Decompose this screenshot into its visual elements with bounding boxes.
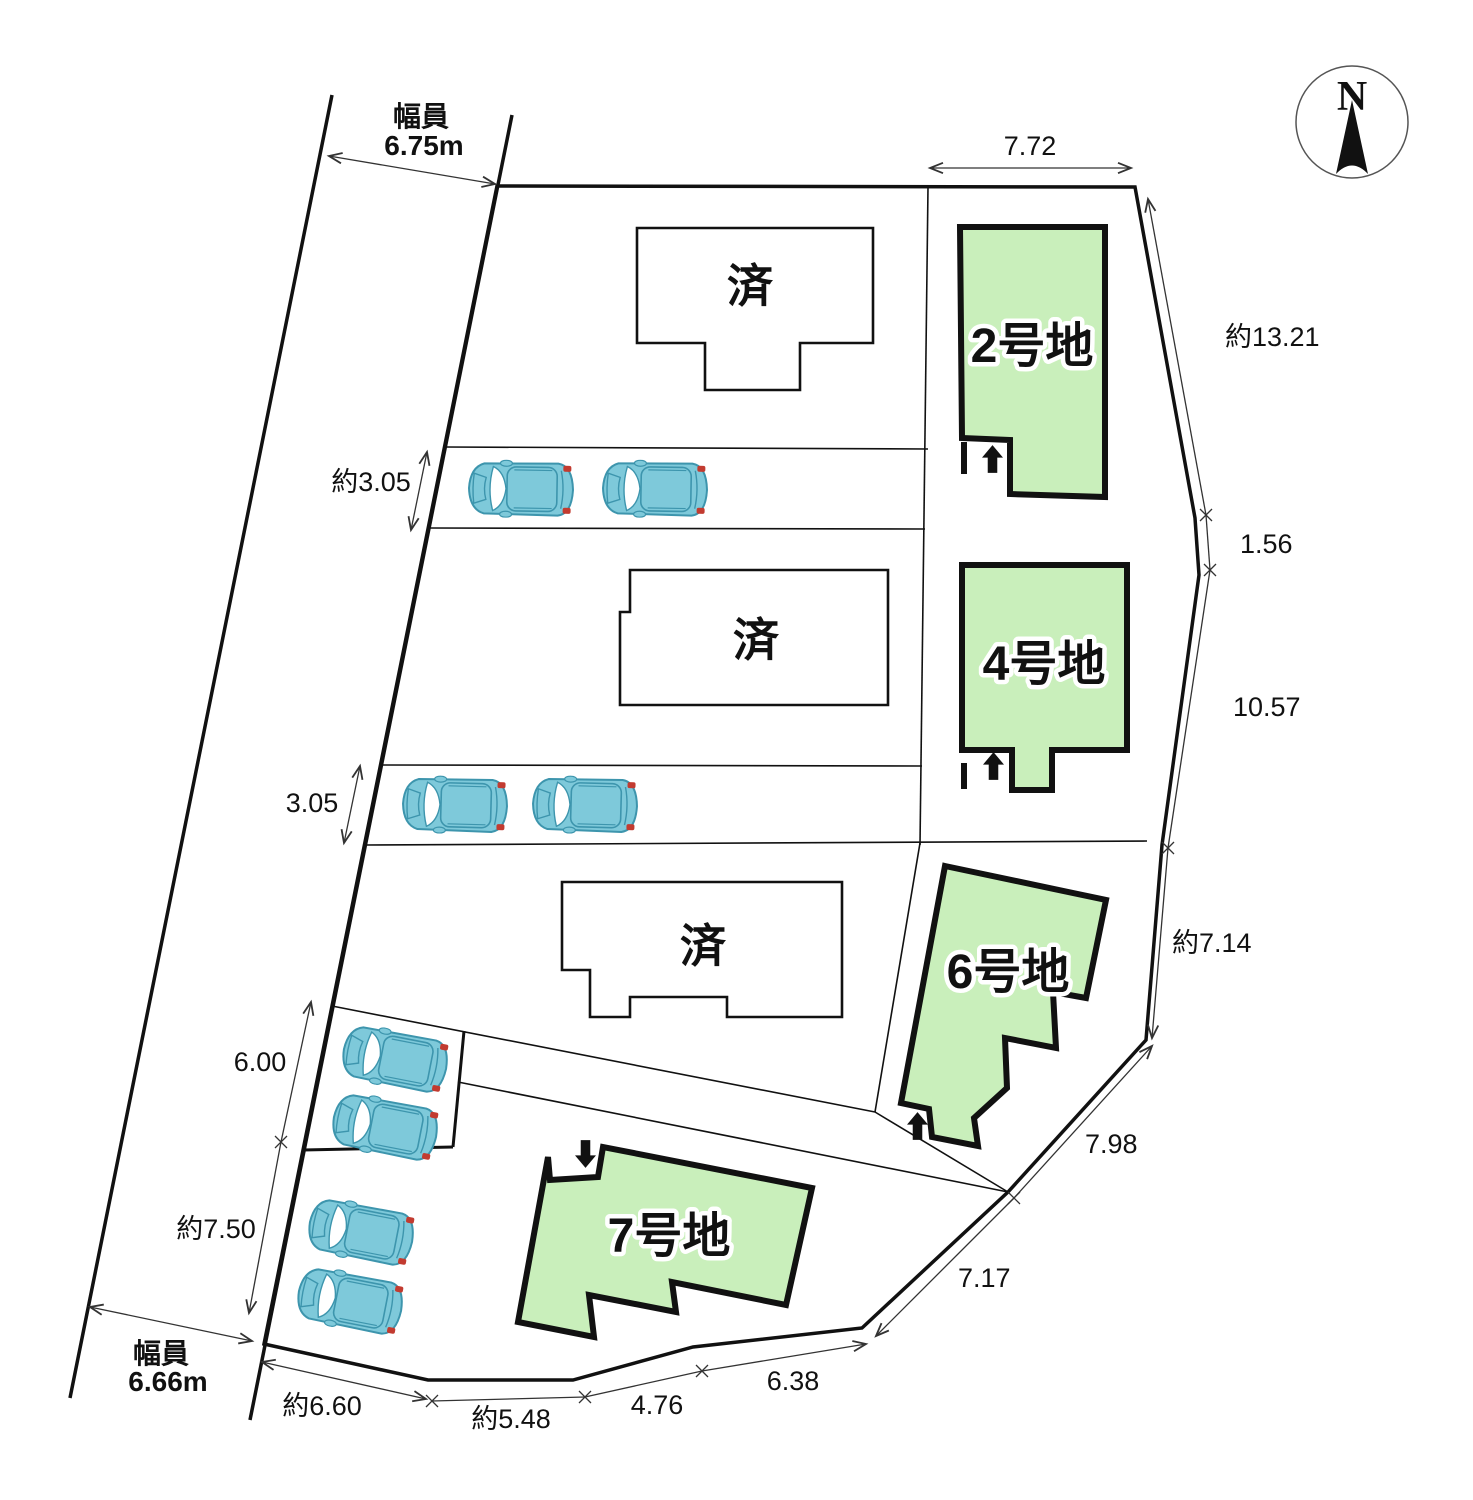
dim-w-seg1: [280, 999, 315, 1143]
north-compass-icon: N: [1295, 65, 1409, 179]
road-width-top-value: 6.75m: [384, 130, 463, 161]
dim-label-s-seg1: 6.38: [767, 1366, 820, 1396]
dim-s-seg4: [259, 1358, 429, 1403]
dim-junction: [578, 1390, 592, 1404]
road-width-top-title: 幅員: [393, 101, 449, 132]
dim-e-seg3: [1147, 847, 1169, 1041]
dim-junction: [1161, 841, 1175, 855]
plot-7-entrance-arrow-icon: [575, 1140, 596, 1168]
dim-e-seg1: [1205, 514, 1211, 571]
plot-2-entrance-arrow-icon: [982, 445, 1003, 473]
building-sold-2: [618, 568, 890, 707]
building-sold-3: [560, 880, 844, 1019]
parcel-line-middle-divider: [919, 186, 929, 846]
dim-junction: [1203, 563, 1217, 577]
dim-label-s-seg2: 4.76: [631, 1390, 684, 1420]
available-plots: 2号地 4号地 6号地 7号地: [514, 224, 1130, 1341]
compass-circle: [1295, 65, 1409, 179]
dim-road-width-bottom: [87, 1303, 255, 1345]
plot-4-label: 4号地: [983, 638, 1106, 691]
sold-buildings: 済 済 済: [560, 226, 890, 1019]
dimension-junctions: [274, 508, 1217, 1408]
building-sold-1: [635, 226, 875, 392]
parcel-line-strip1-top: [444, 446, 929, 450]
car-icon: [601, 459, 709, 519]
parcel-line-plot6-west: [874, 842, 921, 1113]
parcel-line-strip2-bottom: [364, 840, 1148, 846]
plot-4-entrance-arrow-icon: [983, 752, 1004, 780]
building-sold-2-label: 済: [733, 614, 780, 666]
plot-6-label: 6号地: [947, 946, 1070, 999]
plot-2: [956, 224, 1108, 501]
dim-ne-side: [1144, 196, 1207, 516]
dim-junction: [695, 1364, 709, 1378]
dim-label-e-seg2: 10.57: [1233, 692, 1301, 722]
parcel-line-strip1-bottom: [428, 527, 926, 530]
dim-junction: [1199, 508, 1213, 522]
dim-junction: [425, 1394, 439, 1408]
building-sold-3-label: 済: [680, 920, 727, 972]
parcel-line-strip2-top: [380, 764, 923, 767]
dim-label-w-strip2: 3.05: [286, 788, 339, 818]
road-left-edge: [68, 94, 334, 1399]
plot-7: [514, 1143, 816, 1341]
car-icon: [467, 459, 575, 519]
road-width-bottom-value: 6.66m: [128, 1366, 207, 1397]
dim-s-seg1: [701, 1340, 869, 1372]
dim-label-e-seg3: 約7.14: [1172, 928, 1252, 958]
dim-w-seg2: [245, 1141, 282, 1316]
plot-7-label: 7号地: [608, 1210, 731, 1263]
dim-label-ne-side: 約13.21: [1225, 322, 1320, 352]
dim-label-se-seg1: 7.98: [1085, 1129, 1138, 1159]
dim-se-seg2: [874, 1197, 1015, 1338]
car-icon: [327, 1088, 443, 1166]
dim-e-seg2: [1167, 569, 1211, 849]
car-icon: [303, 1193, 419, 1271]
dim-label-s-seg3: 約5.48: [471, 1404, 551, 1434]
car-icon: [292, 1262, 408, 1340]
dimension-labels: 7.72 約13.21 1.56 10.57 約7.14 7.98 7.17 6…: [176, 131, 1319, 1434]
compass-needle: [1336, 100, 1368, 174]
dim-se-seg1: [1013, 1044, 1154, 1199]
car-icon: [337, 1020, 453, 1098]
plot-6-entrance-arrow-icon: [907, 1112, 928, 1140]
car-icon: [401, 774, 509, 836]
dim-label-w-strip1: 約3.05: [331, 467, 411, 497]
dim-w-strip2: [340, 763, 364, 846]
dim-label-e-seg1: 1.56: [1240, 529, 1293, 559]
dim-junction: [274, 1135, 288, 1149]
plot-6: [897, 862, 1110, 1150]
dim-s-seg2: [584, 1370, 703, 1398]
dim-s-seg3: [431, 1396, 586, 1402]
road-width-bottom-title: 幅員: [133, 1338, 189, 1369]
dim-label-w-seg1: 6.00: [234, 1047, 287, 1077]
road-width-labels: 幅員 6.75m 幅員 6.66m: [128, 101, 463, 1397]
dim-road-width-top: [326, 152, 498, 188]
plot-2-label: 2号地: [971, 320, 1094, 373]
plot-4: [959, 562, 1130, 793]
parcel-lines: [331, 186, 1148, 1193]
building-sold-1-label: 済: [727, 260, 774, 312]
dim-junction: [1007, 1191, 1021, 1205]
dim-label-top-width: 7.72: [1004, 131, 1057, 161]
car-icon: [531, 774, 639, 836]
dim-label-se-seg2: 7.17: [958, 1263, 1011, 1293]
dim-w-strip1: [407, 449, 431, 533]
parcel-line-plot7-north: [457, 1081, 1009, 1193]
dim-label-w-seg2: 約7.50: [176, 1214, 256, 1244]
parcel-line-lower-top: [331, 1005, 876, 1113]
parking-box-right: [451, 1030, 466, 1148]
dim-label-s-seg4: 約6.60: [282, 1391, 362, 1421]
parcel-line-plot6-south: [874, 1111, 1009, 1193]
road: [68, 94, 514, 1421]
dimension-lines: [87, 152, 1211, 1403]
